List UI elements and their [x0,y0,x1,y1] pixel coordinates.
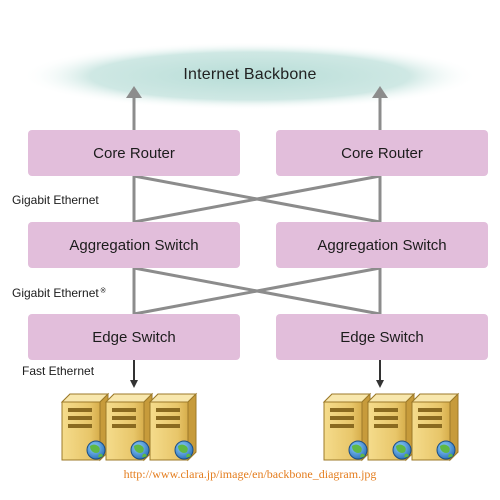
globe-icon [174,440,194,460]
arrow-up-icon [372,86,388,132]
aggregation-switch-left: Aggregation Switch [28,222,240,268]
core-aggregation-link-label: Gigabit Ethernet [12,193,99,207]
globe-icon [130,440,150,460]
edge-server-link-label: Fast Ethernet [22,364,95,378]
globe-icon [436,440,456,460]
core-router-left: Core Router [28,130,240,176]
server-group-left [61,393,197,461]
arrow-up-icon [126,86,142,132]
core-aggregation-links [132,174,382,224]
server-group-right [323,393,459,461]
globe-icon [86,440,106,460]
source-url: http://www.clara.jp/image/en/backbone_di… [123,467,377,481]
edge-switch-right: Edge Switch [276,314,488,360]
aggregation-edge-link-text: Gigabit Ethernet [12,286,99,300]
internet-backbone-label: Internet Backbone [183,66,317,83]
globe-icon [392,440,412,460]
edge-switch-left: Edge Switch [28,314,240,360]
aggregation-edge-link-label: Gigabit Ethernet※ [12,286,106,300]
globe-icon [348,440,368,460]
footnote-mark: ※ [99,286,107,295]
aggregation-switch-right: Aggregation Switch [276,222,488,268]
aggregation-edge-links [132,266,382,316]
core-router-right: Core Router [276,130,488,176]
arrow-down-icon [376,360,384,388]
arrow-down-icon [130,360,138,388]
